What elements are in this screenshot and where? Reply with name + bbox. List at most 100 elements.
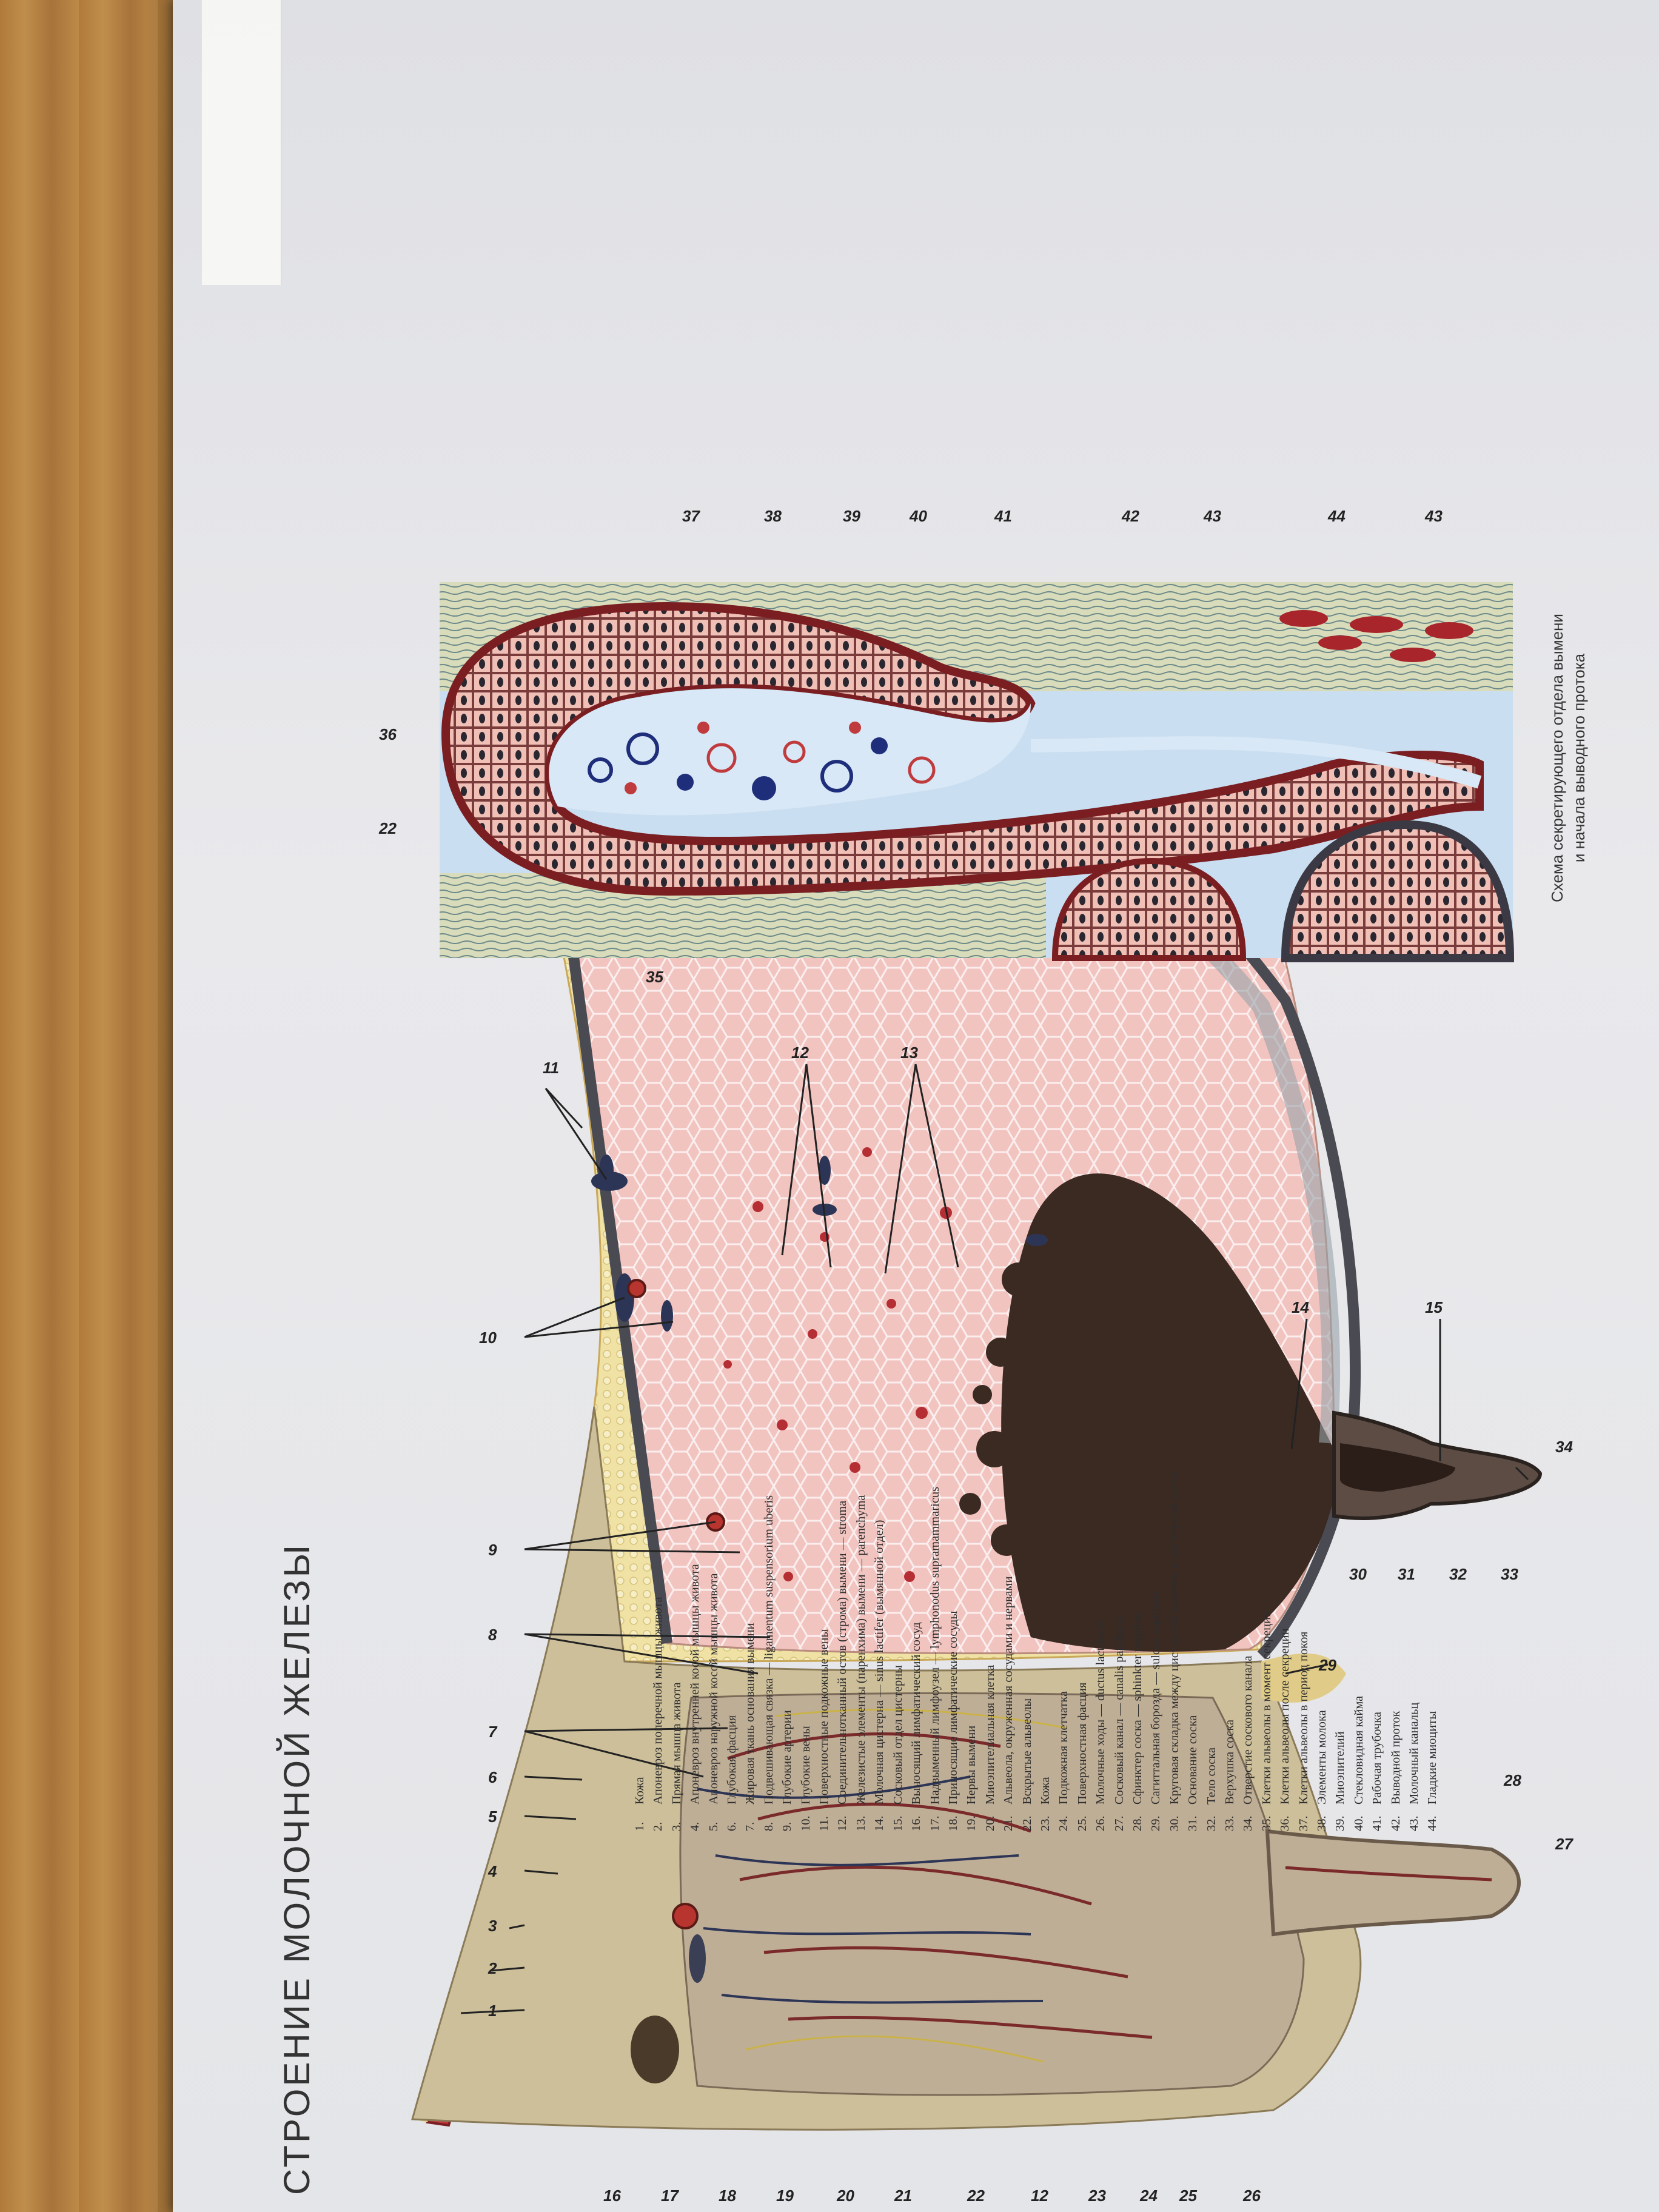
- legend-item-number: 28.: [1130, 1815, 1144, 1831]
- label-12-lower: 12: [1031, 2187, 1048, 2205]
- legend-item: 24.Подкожная клетчатка: [1054, 952, 1073, 1831]
- legend-item: 6. Глубокая фасция: [723, 952, 741, 1831]
- label-12: 12: [791, 1044, 809, 1062]
- legend-item-number: 43.: [1407, 1815, 1421, 1831]
- legend-item: 33.Верхушка соска: [1221, 952, 1239, 1831]
- legend-item-text: Миоэпителиальная клетка: [983, 1664, 997, 1805]
- legend-item-text: Миоэпителий: [1333, 1731, 1347, 1805]
- legend-item-text: Клетки альвеолы в момент секреции: [1259, 1610, 1273, 1805]
- legend-item: 3. Прямая мышца живота: [668, 952, 686, 1831]
- legend-item-number: 12.: [836, 1815, 850, 1831]
- label-24: 24: [1139, 2187, 1158, 2205]
- legend-item: 26.Молочные ходы — ductus lactiferus: [1091, 952, 1110, 1831]
- legend-item-number: 5.: [706, 1822, 720, 1831]
- nerves-front: [745, 1709, 1068, 2063]
- legend-item-text: Молочная цистерна — sinus lactifer (вымя…: [873, 1520, 886, 1805]
- legend-item-number: 7.: [743, 1822, 757, 1831]
- label-38: 38: [764, 507, 782, 525]
- legend-item: 41.Рабочая трубочка: [1368, 952, 1386, 1831]
- wooden-surface: [0, 0, 182, 2212]
- legend-item-text: Гладкие миоциты: [1426, 1711, 1439, 1805]
- legend-item-number: 21.: [1002, 1815, 1016, 1831]
- label-20: 20: [836, 2187, 854, 2205]
- label-28: 28: [1503, 1771, 1521, 1789]
- legend-item-text: Выводной проток: [1389, 1711, 1403, 1805]
- legend-item-number: 29.: [1149, 1815, 1163, 1831]
- teat-left: [1265, 1829, 1521, 1937]
- legend-item-number: 8.: [762, 1822, 776, 1831]
- legend-item-number: 42.: [1389, 1815, 1403, 1831]
- label-40: 40: [909, 507, 927, 525]
- label-18: 18: [719, 2187, 736, 2205]
- legend-item-text: Вскрытые альвеолы: [1020, 1698, 1034, 1805]
- supramammary-lymph-node: [631, 2016, 679, 2083]
- legend-item: 43. Молочный канальц: [1405, 952, 1423, 1831]
- legend-item: 10.Глубокие вены: [797, 952, 815, 1831]
- legend-item: 21. Альвеола, окруженная сосудами и нерва…: [999, 952, 1017, 1831]
- legend-item-text: Подкожная клетчатка: [1057, 1691, 1071, 1805]
- legend-item-text: Тело соска: [1204, 1747, 1218, 1805]
- legend-item-text: Сагиттальная борозда — sulcus sagittalis: [1149, 1590, 1163, 1805]
- udder-cistern: [1001, 1173, 1340, 1652]
- label-14: 14: [1292, 1298, 1309, 1316]
- legend-item-number: 16.: [910, 1815, 923, 1831]
- legend-item-text: Сфинктер соска — sphinkter papillae: [1130, 1612, 1144, 1805]
- label-10: 10: [479, 1329, 497, 1347]
- legend-item: 5.Апоневроз наружной косой мышцы живота: [705, 952, 723, 1832]
- legend-item-number: 39.: [1333, 1815, 1347, 1831]
- legend-item: 11.Поверхностные подкожные вены: [815, 952, 833, 1831]
- legend-item: 19.Нервы вымени: [962, 952, 980, 1831]
- legend-item-number: 22.: [1020, 1815, 1034, 1831]
- legend-item-text: Молочный канальц: [1407, 1702, 1421, 1805]
- legend-item: 37.Клетки альвеолы в период покоя: [1295, 952, 1313, 1831]
- label-32: 32: [1449, 1565, 1467, 1583]
- legend-item-number: 4.: [688, 1822, 702, 1831]
- legend-item-text: Альвеола, окруженная сосудами и нервами: [1002, 1576, 1016, 1805]
- alveolus-lumen: [549, 688, 1031, 816]
- legend-item-number: 10.: [799, 1815, 813, 1831]
- label-13: 13: [900, 1044, 918, 1062]
- legend-item: 16.Выносящий лимфатический сосуд: [907, 952, 925, 1831]
- legend-item-text: Верхушка соска: [1223, 1719, 1236, 1805]
- legend-item-number: 15.: [891, 1815, 905, 1831]
- label-27: 27: [1555, 1835, 1574, 1853]
- legend-item: 8.Подвешивающая связка — ligamentum susp…: [760, 952, 778, 1831]
- milk-elements: [588, 722, 936, 800]
- label-11: 11: [543, 1059, 559, 1077]
- label-36: 36: [379, 725, 397, 743]
- tubule-cross-section-1: [1051, 857, 1247, 961]
- label-2: 2: [488, 1959, 497, 1977]
- legend-item-text: Стекловидная кайма: [1352, 1695, 1366, 1805]
- alveolus-inset: [440, 582, 1515, 962]
- legend-item-number: 31.: [1186, 1815, 1200, 1831]
- legend-item: 39. Миоэпителий: [1331, 952, 1349, 1831]
- superficial-vein: [591, 1171, 628, 1191]
- legend-item-text: Кожа: [633, 1777, 646, 1805]
- legend-item-text: Сосковый отдел цистерны: [891, 1665, 905, 1805]
- legend-item-text: Прямая мышца живота: [669, 1682, 683, 1805]
- legend-item-number: 6.: [725, 1822, 739, 1831]
- label-30: 30: [1349, 1565, 1367, 1583]
- label-44: 44: [1327, 507, 1346, 525]
- legend-item-number: 18.: [946, 1815, 960, 1831]
- legend-item-text: Глубокая фасция: [725, 1715, 739, 1805]
- label-43: 43: [1203, 507, 1221, 525]
- legend-item: 32.Тело соска: [1202, 952, 1221, 1831]
- legend-item: 29. Сагиттальная борозда — sulcus sagitta…: [1147, 952, 1165, 1831]
- legend-item-number: 3.: [669, 1822, 683, 1831]
- lymph-vessels-front: [697, 1775, 1044, 2004]
- legend-item-number: 1.: [633, 1822, 646, 1831]
- legend-item-number: 38.: [1315, 1815, 1329, 1831]
- label-5: 5: [488, 1808, 497, 1826]
- label-37: 37: [682, 507, 700, 525]
- legend-item-number: 14.: [873, 1815, 886, 1831]
- legend-item-number: 20.: [983, 1815, 997, 1831]
- label-1: 1: [488, 2002, 497, 2020]
- label-6: 6: [488, 1768, 497, 1786]
- label-35: 35: [646, 968, 663, 986]
- legend-item-number: 34.: [1241, 1815, 1255, 1831]
- legend-item: 1. Кожа: [631, 952, 649, 1831]
- parenchyma-vessels: [723, 1147, 952, 1582]
- alveolus-wall: [441, 602, 1484, 896]
